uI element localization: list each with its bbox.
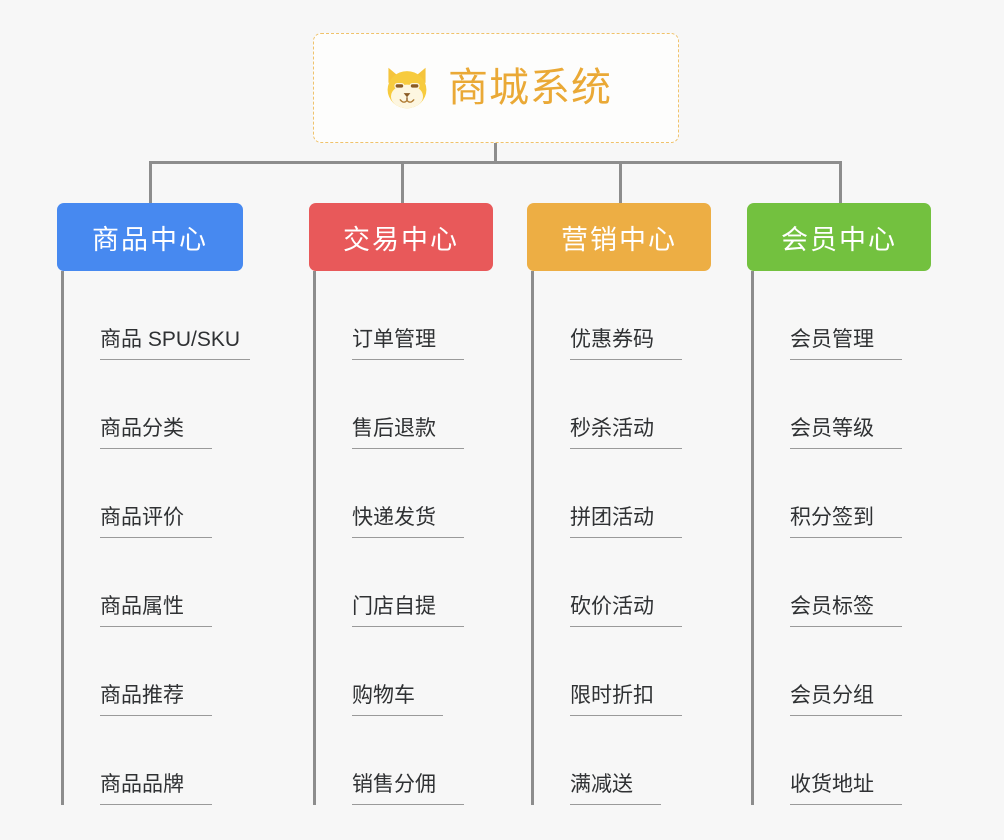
- category-label: 商品中心: [92, 224, 208, 255]
- category-label: 会员中心: [781, 224, 897, 255]
- drop-line-member-center: [839, 161, 842, 203]
- leaf-list-product-center: 商品 SPU/SKU 商品分类 商品评价 商品属性 商品推荐 商品品牌: [61, 271, 251, 805]
- leaf-item[interactable]: 限时折扣: [534, 627, 711, 716]
- leaf-item[interactable]: 会员分组: [754, 627, 931, 716]
- leaf-item[interactable]: 优惠券码: [534, 271, 711, 360]
- root-node[interactable]: 商城系统: [313, 33, 679, 143]
- leaf-label: 销售分佣: [352, 774, 464, 805]
- leaf-label: 快递发货: [352, 507, 464, 538]
- leaf-item[interactable]: 收货地址: [754, 716, 931, 805]
- leaf-item[interactable]: 商品品牌: [64, 716, 243, 805]
- leaf-item[interactable]: 销售分佣: [316, 716, 493, 805]
- branch-product-center: 商品中心 商品 SPU/SKU 商品分类 商品评价 商品属性 商品推荐 商品品牌: [57, 203, 251, 805]
- category-label: 营销中心: [561, 224, 677, 255]
- leaf-label: 门店自提: [352, 596, 464, 627]
- leaf-item[interactable]: 拼团活动: [534, 449, 711, 538]
- drop-line-marketing-center: [619, 161, 622, 203]
- leaf-item[interactable]: 订单管理: [316, 271, 493, 360]
- leaf-item[interactable]: 会员管理: [754, 271, 931, 360]
- leaf-label: 商品推荐: [100, 685, 212, 716]
- leaf-label: 会员分组: [790, 685, 902, 716]
- category-header-marketing-center[interactable]: 营销中心: [527, 203, 711, 271]
- leaf-item[interactable]: 购物车: [316, 627, 493, 716]
- leaf-list-marketing-center: 优惠券码 秒杀活动 拼团活动 砍价活动 限时折扣 满减送: [531, 271, 711, 805]
- leaf-item[interactable]: 秒杀活动: [534, 360, 711, 449]
- leaf-label: 订单管理: [352, 329, 464, 360]
- leaf-label: 秒杀活动: [570, 418, 682, 449]
- leaf-label: 售后退款: [352, 418, 464, 449]
- category-label: 交易中心: [343, 224, 459, 255]
- leaf-item[interactable]: 砍价活动: [534, 538, 711, 627]
- category-header-member-center[interactable]: 会员中心: [747, 203, 931, 271]
- shiba-dog-face-icon: [387, 67, 427, 109]
- drop-line-product-center: [149, 161, 152, 203]
- leaf-item[interactable]: 会员等级: [754, 360, 931, 449]
- branch-marketing-center: 营销中心 优惠券码 秒杀活动 拼团活动 砍价活动 限时折扣 满减送: [527, 203, 711, 805]
- leaf-item[interactable]: 商品 SPU/SKU: [64, 271, 251, 360]
- leaf-label: 购物车: [352, 685, 443, 716]
- leaf-label: 优惠券码: [570, 329, 682, 360]
- drop-line-trade-center: [401, 161, 404, 203]
- leaf-item[interactable]: 积分签到: [754, 449, 931, 538]
- branch-trade-center: 交易中心 订单管理 售后退款 快递发货 门店自提 购物车 销售分佣: [309, 203, 493, 805]
- leaf-item[interactable]: 商品推荐: [64, 627, 243, 716]
- root-stem-line: [494, 143, 497, 164]
- leaf-item[interactable]: 快递发货: [316, 449, 493, 538]
- leaf-label: 商品属性: [100, 596, 212, 627]
- leaf-label: 会员标签: [790, 596, 902, 627]
- leaf-item[interactable]: 商品属性: [64, 538, 243, 627]
- leaf-item[interactable]: 商品评价: [64, 449, 243, 538]
- leaf-label: 会员等级: [790, 418, 902, 449]
- leaf-item[interactable]: 会员标签: [754, 538, 931, 627]
- leaf-item[interactable]: 商品分类: [64, 360, 243, 449]
- leaf-list-trade-center: 订单管理 售后退款 快递发货 门店自提 购物车 销售分佣: [313, 271, 493, 805]
- leaf-label: 商品分类: [100, 418, 212, 449]
- branch-member-center: 会员中心 会员管理 会员等级 积分签到 会员标签 会员分组 收货地址: [747, 203, 931, 805]
- leaf-item[interactable]: 门店自提: [316, 538, 493, 627]
- leaf-label: 限时折扣: [570, 685, 682, 716]
- leaf-label: 积分签到: [790, 507, 902, 538]
- leaf-label: 拼团活动: [570, 507, 682, 538]
- leaf-label: 会员管理: [790, 329, 902, 360]
- leaf-label: 商品品牌: [100, 774, 212, 805]
- leaf-label: 砍价活动: [570, 596, 682, 627]
- category-header-product-center[interactable]: 商品中心: [57, 203, 243, 271]
- leaf-label: 满减送: [570, 774, 661, 805]
- leaf-label: 商品评价: [100, 507, 212, 538]
- leaf-label: 商品 SPU/SKU: [100, 329, 251, 360]
- leaf-item[interactable]: 售后退款: [316, 360, 493, 449]
- category-header-trade-center[interactable]: 交易中心: [309, 203, 493, 271]
- leaf-list-member-center: 会员管理 会员等级 积分签到 会员标签 会员分组 收货地址: [751, 271, 931, 805]
- root-label: 商城系统: [448, 66, 612, 110]
- leaf-label: 收货地址: [790, 774, 902, 805]
- leaf-item[interactable]: 满减送: [534, 716, 711, 805]
- horizontal-bus-line: [149, 161, 842, 164]
